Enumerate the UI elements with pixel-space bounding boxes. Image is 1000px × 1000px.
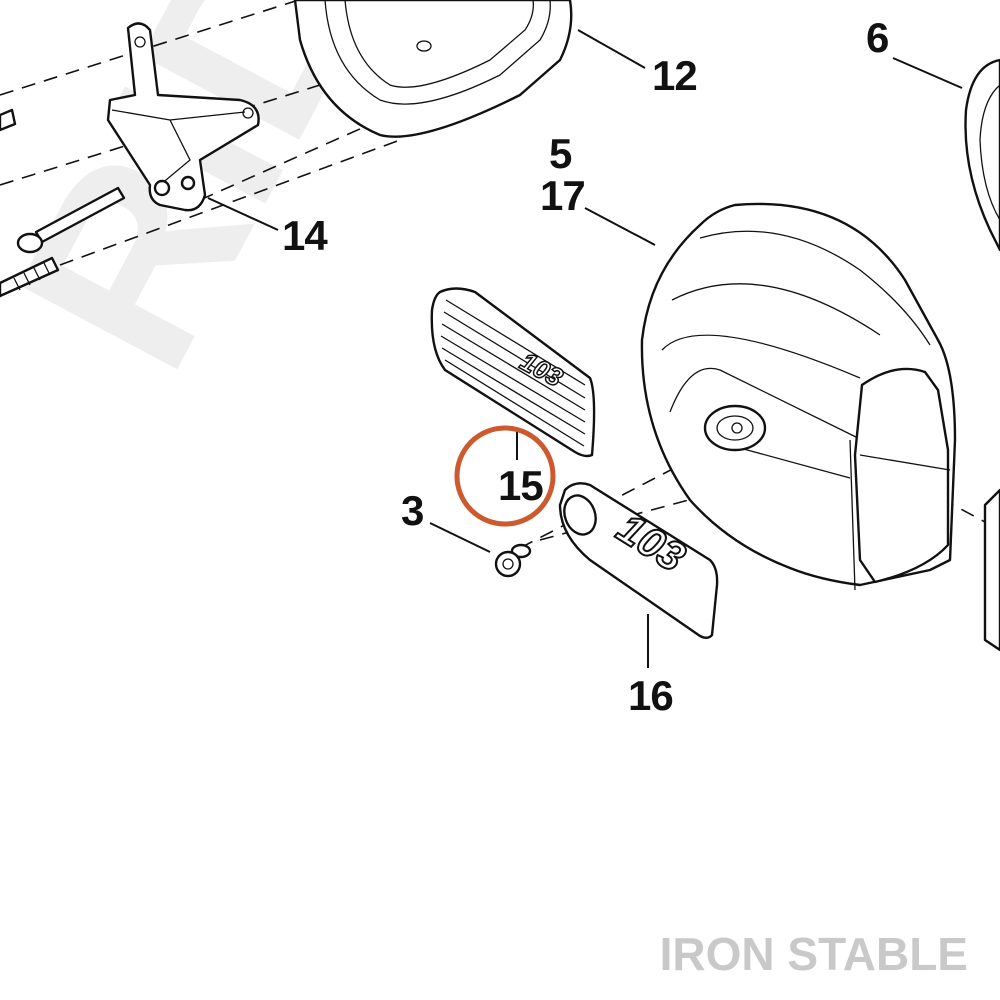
callout-6: 6 [866,14,888,61]
callout-16: 16 [628,672,673,719]
part-15-insert: 103 [430,287,596,458]
bolts-left [0,108,126,298]
highlight-circle [454,425,556,527]
callout-14: 14 [282,212,328,259]
callout-12: 12 [652,52,697,99]
leader-lines [207,29,963,668]
part-5-17-air-cleaner-cover [640,202,957,591]
callout-17: 17 [540,172,585,219]
part-3-screw [494,543,532,578]
part-14-bracket [106,22,260,212]
part-6 [964,58,1000,252]
part-16-emblem: 103 [558,482,719,639]
callout-5: 5 [549,130,572,177]
right-edge-block [983,488,1000,652]
part-12-cover [293,0,573,138]
callout-15: 15 [498,462,543,509]
callout-3: 3 [401,487,423,534]
watermark-logo: IRON STABLE [660,928,968,980]
